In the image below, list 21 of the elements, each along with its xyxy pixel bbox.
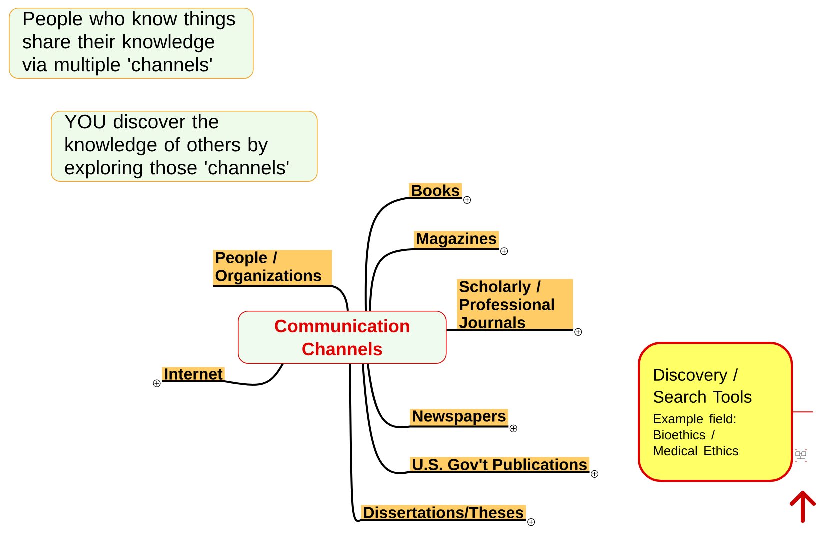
topic-label: Dissertations/Theses [361,505,526,520]
topic-label: U.S. Gov't Publications [410,457,590,472]
branch-line [364,197,462,311]
branch-line [367,364,509,428]
branch-line [349,364,526,522]
branch-line [162,364,284,386]
topic-label: Books [409,183,462,198]
floating-topic-bubble: Discovery / Search Tools Example field: Bioethics / Medical Ethics [638,342,794,482]
topic-label: Newspapers [410,409,508,427]
branch-line [362,364,590,474]
connector-line [792,412,814,413]
note-box: YOU discover the knowledge of others by exploring those 'channels' [51,111,318,182]
note-box: People who know things share their knowledge via multiple 'channels' [9,8,254,79]
branch-line [369,248,500,312]
topic-label: Scholarly / Professional Journals [457,279,574,330]
branch-line [446,329,574,332]
topic-label: Internet [162,367,225,382]
topic-label: People / Organizations [213,250,332,286]
central-topic-box: Communication Channels [238,311,447,364]
branch-line [213,285,349,312]
topic-label: Magazines [414,231,500,250]
